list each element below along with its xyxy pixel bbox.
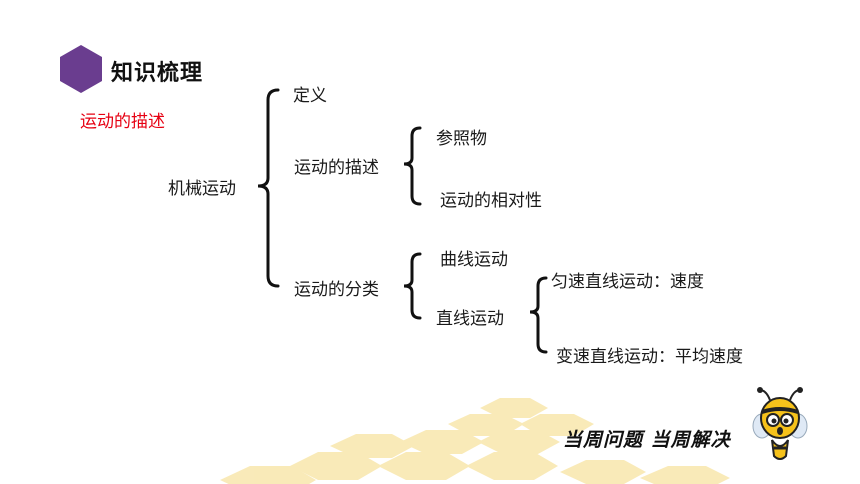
section-title: 知识梳理	[111, 61, 204, 86]
node-relativity: 运动的相对性	[440, 191, 542, 211]
section-subtitle: 运动的描述	[80, 112, 165, 132]
honeycomb-decoration	[220, 398, 730, 484]
bee-mascot-icon	[752, 387, 808, 460]
node-classification: 运动的分类	[294, 280, 379, 300]
slogan-text: 当周问题 当周解决	[563, 429, 731, 451]
node-curvilinear: 曲线运动	[440, 250, 508, 270]
node-reference-object: 参照物	[436, 129, 487, 149]
node-root: 机械运动	[168, 179, 236, 199]
node-variable-linear: 变速直线运动：平均速度	[556, 347, 743, 367]
hexagon-logo-icon	[60, 45, 102, 93]
node-uniform-linear: 匀速直线运动：速度	[551, 272, 704, 292]
node-description: 运动的描述	[294, 158, 379, 178]
node-definition: 定义	[293, 86, 327, 106]
node-linear: 直线运动	[436, 309, 504, 329]
